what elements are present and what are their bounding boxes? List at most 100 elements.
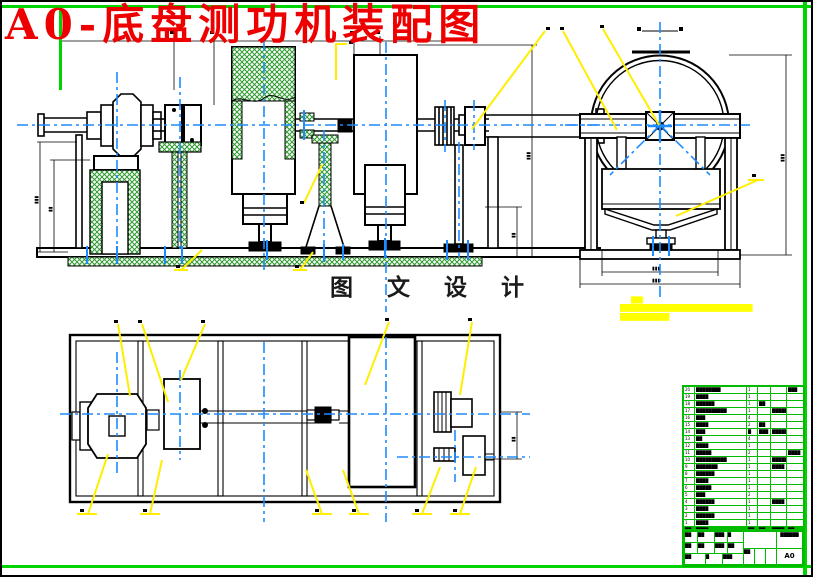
base-plate-hatch: [67, 256, 483, 267]
v-support: [604, 208, 718, 231]
table-row: 3 ████1: [684, 505, 803, 512]
table-cell: 1: [746, 387, 757, 393]
sheet-accent-bottom: [2, 565, 811, 568]
table-cell: [786, 471, 803, 477]
table-row: 6█████1: [684, 484, 803, 491]
table-cell: ████: [694, 422, 746, 428]
table-cell: 5: [685, 492, 688, 497]
table-cell: 1: [746, 471, 757, 477]
leader-lines: [77, 28, 764, 515]
table-cell: [786, 436, 803, 442]
table-cell: 4: [746, 415, 757, 421]
table-cell: 1: [746, 499, 757, 505]
table-cell: █████: [694, 450, 746, 456]
table-row: 7████1: [684, 477, 803, 484]
balloon-labels: [170, 31, 380, 34]
table-cell: [770, 436, 786, 442]
table-cell: 1: [746, 513, 757, 519]
table-cell: 1: [746, 485, 757, 491]
table-cell: ██: [694, 436, 746, 442]
table-row: 2██████1: [684, 512, 803, 519]
table-cell: [757, 387, 770, 393]
table-cell: ██████████: [694, 457, 746, 463]
table-row: 12████1: [684, 442, 803, 449]
table-cell: ███████: [694, 464, 746, 470]
table-cell: [757, 471, 770, 477]
table-cell: [770, 478, 786, 484]
table-cell: ████: [694, 506, 746, 512]
table-cell: 3: [685, 506, 688, 511]
roller-plan: [347, 335, 417, 489]
table-cell: 1: [746, 408, 757, 414]
title-block-blank-cell: [743, 531, 777, 549]
note-line: ██████████████████████████████: [620, 304, 753, 312]
table-row: 1████1: [684, 519, 803, 526]
table-cell: 1: [746, 394, 757, 400]
table-cell: ███: [757, 429, 769, 435]
table-cell: [757, 499, 770, 505]
table-cell: [757, 415, 770, 421]
table-cell: 12: [685, 443, 691, 448]
motor-plan: [71, 393, 147, 459]
table-cell: 1: [746, 506, 757, 512]
table-cell: [786, 492, 803, 498]
table-cell: ████████: [694, 387, 746, 393]
table-cell: [757, 394, 770, 400]
table-cell: 1: [746, 443, 757, 449]
table-cell: [757, 506, 770, 512]
plan-view: [68, 333, 502, 504]
table-cell: 1: [746, 457, 757, 463]
title-block-cell: ██: [684, 553, 706, 565]
table-row: 4██████1████: [684, 498, 803, 505]
table-cell: [770, 492, 786, 498]
table-cell: 14: [685, 429, 691, 434]
table-cell: 8: [685, 471, 688, 476]
table-cell: ██████: [694, 499, 746, 505]
dim-text: ▮▮: [511, 232, 517, 238]
table-row: 20████████1███: [684, 387, 803, 393]
table-cell: ███████: [770, 429, 786, 435]
title-block: ██ ██ ███ █ ██ ██ ███ ██ ██ █ ███ ██ ███…: [682, 529, 805, 567]
table-cell: ██████████: [694, 408, 746, 414]
dim-text: ▮▮▮: [780, 153, 786, 162]
table-row: 18██████1██: [684, 400, 803, 407]
bolt-ticks: [86, 110, 672, 264]
dim-text: ▮▮▮: [652, 266, 661, 272]
table-row: 8██████1: [684, 470, 803, 477]
table-cell: [786, 415, 803, 421]
dim-text: ▮▮▮: [526, 151, 532, 160]
table-cell: [786, 499, 803, 505]
table-cell: ███: [694, 415, 746, 421]
table-cell: 9: [685, 464, 688, 469]
drawing-title: A0-底盘测功机装配图: [5, 0, 487, 49]
table-cell: [786, 478, 803, 484]
table-cell: [786, 408, 803, 414]
table-row: 11█████2████: [684, 449, 803, 456]
table-cell: 2: [746, 422, 757, 428]
table-cell: [757, 492, 770, 498]
table-row: 9███████1████: [684, 463, 803, 470]
table-cell: [786, 429, 803, 435]
table-row: 14██████████████: [684, 428, 803, 435]
table-cell: [757, 520, 770, 526]
table-cell: [770, 394, 786, 400]
table-row: 5███2: [684, 491, 803, 498]
dim-text: ▮▮▮: [34, 195, 40, 204]
highlighted-note: ███ ██████████████████████████████ █████…: [620, 297, 760, 322]
table-cell: [757, 464, 770, 470]
table-cell: [757, 443, 770, 449]
table-cell: [786, 443, 803, 449]
table-cell: 20: [685, 387, 691, 392]
title-block-cell: █: [705, 553, 723, 565]
table-cell: [786, 422, 803, 428]
table-row: 17██████████1█████: [684, 407, 803, 414]
table-cell: 13: [685, 436, 691, 441]
dim-text: ▮▮▮: [652, 278, 661, 284]
table-cell: [770, 450, 786, 456]
title-block-cell: ███: [722, 553, 744, 565]
table-cell: 2: [746, 492, 757, 498]
table-cell: [786, 457, 803, 463]
table-cell: 16: [685, 415, 691, 420]
